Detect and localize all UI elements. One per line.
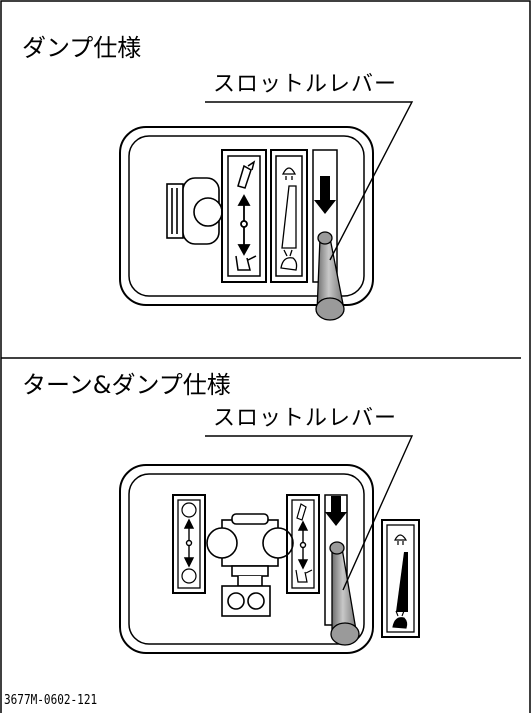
dump-up-icon xyxy=(237,160,256,189)
circle-icon xyxy=(181,568,197,584)
section-title: ターン&ダンプ仕様 xyxy=(22,371,231,399)
throttle-lever xyxy=(329,541,360,646)
speed-wedge xyxy=(396,552,408,612)
rabbit-fast-icon xyxy=(392,610,408,629)
dump-direction-arrow xyxy=(237,194,251,256)
down-arrow-icon xyxy=(314,176,336,214)
throttle-lever xyxy=(315,231,345,321)
turtle-slow-icon xyxy=(394,534,408,545)
section-title: ダンプ仕様 xyxy=(22,34,142,62)
speed-wedge xyxy=(281,185,297,249)
dump-indicator-plate xyxy=(221,149,267,283)
turtle-slow-icon xyxy=(281,167,297,180)
rabbit-fast-icon xyxy=(280,249,298,271)
down-arrow-icon xyxy=(325,496,347,526)
figure-code: 3677M-0602-121 xyxy=(4,693,98,708)
leader-label: スロットルレバー xyxy=(213,406,398,431)
throttle-indicator-plate xyxy=(270,149,308,283)
dump-up-icon xyxy=(296,503,307,521)
turn-indicator-plate xyxy=(172,494,206,594)
dump-down-icon xyxy=(235,255,257,271)
dump-indicator-plate xyxy=(286,494,320,594)
dump-down-icon xyxy=(295,569,313,583)
joystick-base xyxy=(166,177,223,245)
joystick-dual xyxy=(206,513,294,617)
leader-line xyxy=(205,101,414,261)
turn-dump-panel xyxy=(119,464,374,654)
leader-label: スロットルレバー xyxy=(213,72,398,97)
throttle-indicator-plate xyxy=(381,519,420,638)
leader-line xyxy=(205,435,414,591)
circle-icon xyxy=(181,502,197,518)
dump-panel xyxy=(119,126,374,321)
